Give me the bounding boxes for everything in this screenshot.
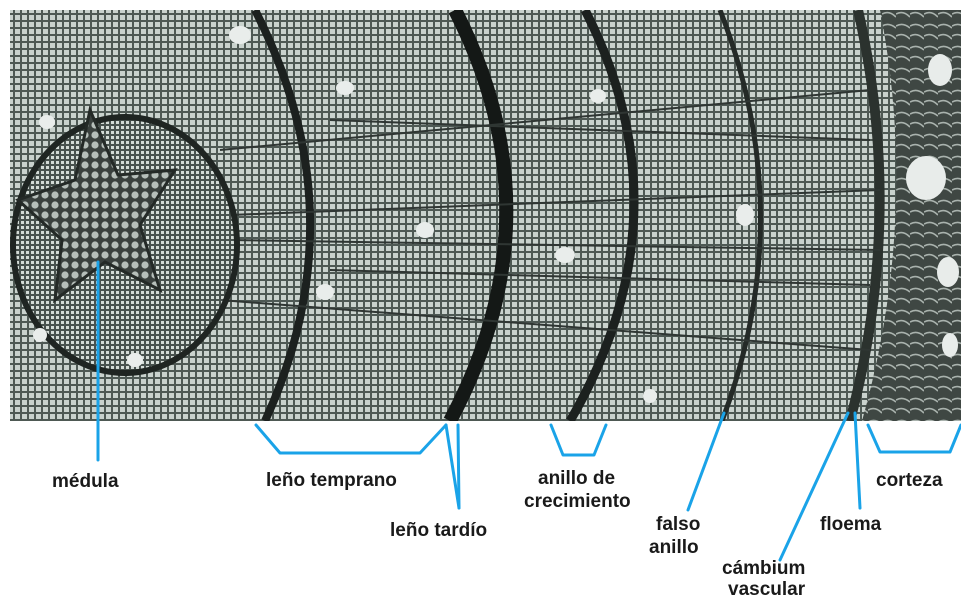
floema-leader xyxy=(855,413,860,508)
label-anillo-crecimiento-line2: crecimiento xyxy=(524,491,631,512)
cambium-leader xyxy=(780,413,848,560)
bark-vessel xyxy=(928,54,952,86)
label-cambium-line2: vascular xyxy=(728,579,806,597)
label-corteza: corteza xyxy=(876,470,943,491)
label-cambium-line1: cámbium xyxy=(722,558,805,579)
bark-vessel xyxy=(937,257,959,287)
falso-anillo-leader xyxy=(688,413,724,510)
bark-vessel xyxy=(906,156,946,200)
label-falso-anillo-line1: falso xyxy=(656,514,700,535)
label-medula: médula xyxy=(52,471,119,492)
label-leno-temprano: leño temprano xyxy=(266,470,397,491)
corteza-bracket xyxy=(868,425,961,452)
labels: médula leño temprano leño tardío anillo … xyxy=(52,468,943,597)
label-falso-anillo-line2: anillo xyxy=(649,537,699,558)
leno-tardio-leader-2 xyxy=(458,425,459,508)
leno-temprano-bracket xyxy=(256,425,446,453)
bark-vessel xyxy=(942,333,958,357)
label-floema: floema xyxy=(820,514,882,535)
label-leno-tardio: leño tardío xyxy=(390,520,487,541)
label-anillo-crecimiento-line1: anillo de xyxy=(538,468,615,489)
anillo-crecimiento-bracket xyxy=(551,425,606,455)
micrograph xyxy=(10,10,961,421)
